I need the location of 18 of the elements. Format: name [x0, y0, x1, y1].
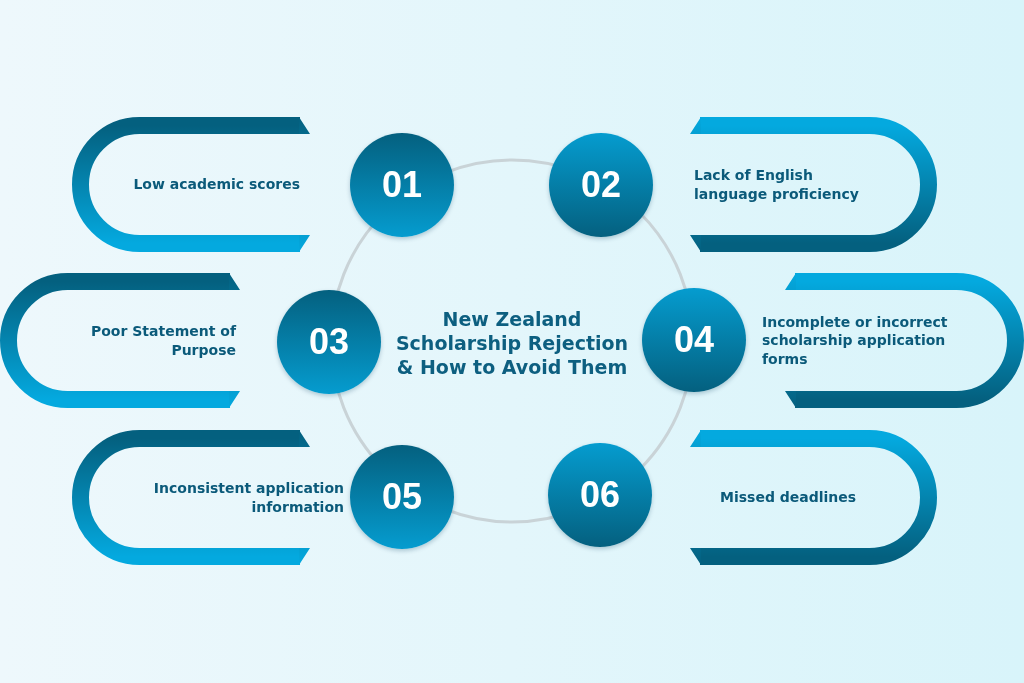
number-circle: 05 [350, 445, 454, 549]
text-band [690, 117, 937, 252]
item-text: Inconsistent application information [152, 479, 344, 516]
number-circle: 04 [642, 288, 746, 392]
number-circle: 02 [549, 133, 653, 237]
number-circle: 01 [350, 133, 454, 237]
number-circle: 03 [277, 290, 381, 394]
item-text: Lack of English language proficiency [694, 166, 860, 203]
text-band [0, 273, 240, 408]
center-title: New Zealand Scholarship Rejection & How to Avoid Them [394, 308, 630, 380]
text-band [72, 430, 346, 565]
text-band [690, 430, 937, 565]
number-circle: 06 [548, 443, 652, 547]
text-band [72, 117, 310, 252]
item-text: Missed deadlines [720, 488, 857, 507]
item-text: Incomplete or incorrect scholarship application forms [762, 313, 949, 368]
item-text: Low academic scores [133, 175, 300, 194]
item-text: Poor Statement of Purpose [90, 322, 236, 359]
